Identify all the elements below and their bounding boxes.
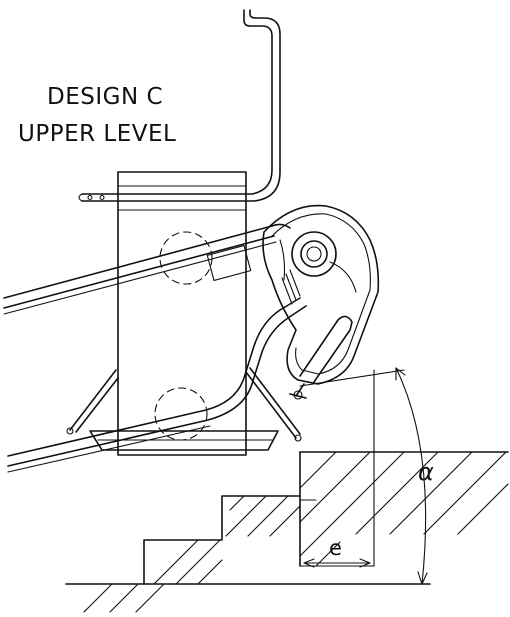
- lower-ground: [65, 583, 431, 613]
- dimension-e-label: e: [329, 536, 342, 560]
- upper-rail: [3, 223, 291, 315]
- level-subtitle: UPPER LEVEL: [18, 121, 176, 147]
- support-struts: [66, 367, 302, 442]
- chair-body: [117, 171, 247, 456]
- hidden-wheel-lower: [154, 387, 208, 441]
- hidden-wheel-upper: [159, 231, 213, 285]
- handrail: [78, 9, 281, 202]
- dimension-angle: α: [299, 367, 434, 585]
- dimension-e: e: [299, 369, 375, 568]
- upper-floor-slab: [299, 451, 509, 567]
- dimension-angle-label: α: [418, 458, 434, 486]
- lower-rail: [7, 297, 307, 473]
- stairs: [143, 495, 301, 585]
- design-title: DESIGN C: [47, 84, 163, 110]
- drive-unit: [262, 204, 380, 400]
